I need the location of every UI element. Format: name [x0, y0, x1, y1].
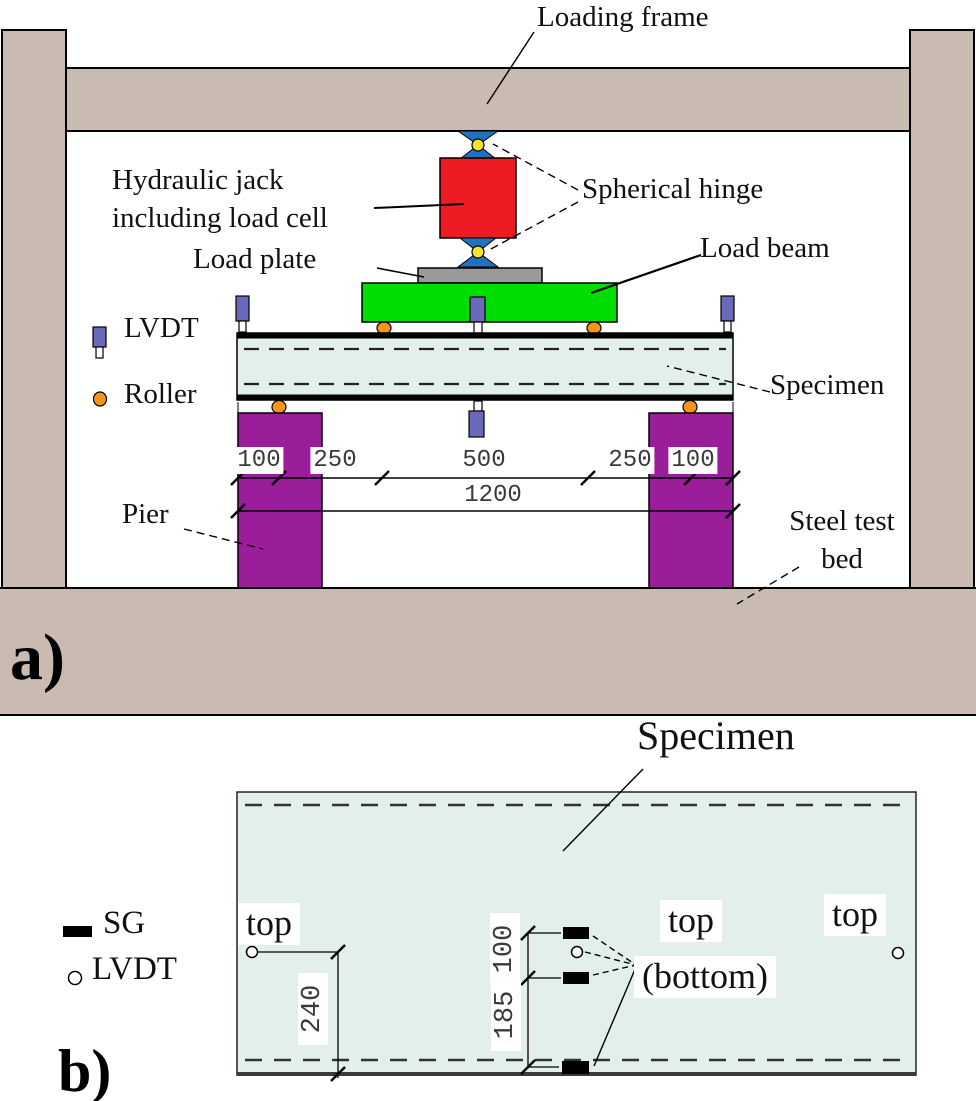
- hydraulic-jack-label: Hydraulic jack including load cell: [112, 161, 328, 238]
- lvdt-right-body: [720, 295, 735, 322]
- leader-pier: [183, 528, 264, 550]
- leader-spherical-hinge-top: [492, 143, 579, 191]
- leader-fan-sg-top: [592, 935, 637, 966]
- spherical-hinge-bottom-lower: [456, 251, 500, 268]
- lvdt-right-tip: [723, 320, 732, 333]
- sg-middle: [563, 972, 589, 984]
- roller-load-right: [586, 321, 602, 335]
- legend-roller-label: Roller: [124, 378, 197, 410]
- legend-lvdt-label: LVDT: [124, 312, 199, 344]
- lvdt-left-body: [235, 295, 250, 322]
- dim-tick: [520, 1059, 536, 1075]
- dim-tick: [230, 503, 246, 519]
- dim-100-left: 100: [234, 447, 284, 474]
- dim-100-right: 100: [668, 447, 718, 474]
- legend-lvdt-icon-tip: [95, 346, 104, 359]
- leader-fan-lvdt: [584, 951, 637, 966]
- dim-tick: [725, 470, 741, 486]
- load-plate-label: Load plate: [193, 243, 317, 275]
- leader-load-beam: [590, 253, 702, 295]
- panel-b-tag: b): [58, 1038, 112, 1101]
- roller-support-right: [682, 399, 698, 415]
- specimen-label-b: Specimen: [637, 713, 795, 758]
- sg-top: [563, 927, 589, 939]
- dim-tick: [374, 470, 390, 486]
- dim-tick: [330, 944, 346, 960]
- roller-load-left: [376, 321, 392, 335]
- dim-185-vertical: 185: [491, 979, 521, 1051]
- pier-left: [237, 412, 323, 589]
- dim-tick: [520, 970, 536, 986]
- spherical-hinge-bottom-upper: [458, 237, 498, 253]
- dim-250-right: 250: [605, 447, 655, 474]
- specimen-label-a: Specimen: [770, 369, 885, 401]
- lvdt-left-tip: [238, 320, 247, 333]
- dim-tick: [330, 1066, 346, 1082]
- legend-lvdt-icon-b: [67, 970, 83, 986]
- specimen-elevation: [236, 332, 734, 401]
- top-right-label: top: [824, 894, 887, 936]
- hydraulic-jack: [439, 157, 517, 239]
- frame-right-column: [909, 29, 975, 590]
- lvdt-center-tip: [473, 321, 483, 334]
- pier-label: Pier: [122, 498, 169, 530]
- loading-frame-label: Loading frame: [537, 1, 709, 33]
- dim-tick: [271, 470, 287, 486]
- leader-specimen-a: [666, 365, 771, 393]
- leader-loading-frame: [486, 31, 535, 105]
- load-beam: [361, 282, 618, 323]
- spherical-hinge-top-pin: [471, 138, 485, 152]
- lvdt-midspan-tip: [473, 400, 483, 412]
- leader-load-plate: [376, 267, 425, 278]
- frame-left-column: [1, 29, 67, 590]
- legend-roller-icon: [92, 391, 108, 407]
- load-beam-label: Load beam: [700, 232, 830, 264]
- dim-tick: [725, 503, 741, 519]
- top-left-label: top: [238, 903, 301, 945]
- lvdt-midspan-body: [468, 410, 485, 438]
- panel-a-tag: a): [10, 621, 65, 694]
- dim-240: 240: [298, 973, 328, 1045]
- hydraulic-jack-label-line1: Hydraulic jack: [112, 164, 284, 196]
- legend-sg-icon: [63, 926, 92, 937]
- spherical-hinge-bottom-pin: [471, 245, 485, 259]
- lvdt-plan-left: [245, 945, 259, 959]
- leader-specimen-b: [562, 768, 644, 852]
- hydraulic-jack-label-line2: including load cell: [112, 202, 328, 235]
- dim-1200: 1200: [461, 482, 525, 509]
- leader-fan-sg-middle: [592, 964, 637, 976]
- dim-tick: [580, 470, 596, 486]
- steel-test-bed-label-line1: Steel test: [789, 505, 895, 537]
- leader-spherical-hinge-bottom: [488, 201, 579, 251]
- frame-top-beam: [65, 67, 911, 132]
- sg-bottom: [562, 1061, 589, 1074]
- lvdt-center-body: [469, 296, 486, 323]
- legend-sg-label: SG: [103, 905, 146, 941]
- bottom-center-label: (bottom): [634, 956, 776, 998]
- spherical-hinge-label: Spherical hinge: [582, 173, 764, 205]
- spherical-hinge-top-upper: [456, 130, 500, 146]
- steel-test-bed-label: Steel test bed: [772, 502, 912, 579]
- load-plate: [417, 267, 543, 284]
- legend-lvdt-icon-body: [92, 326, 107, 348]
- dim-100-vertical: 100: [490, 913, 520, 985]
- steel-test-bed: [0, 587, 976, 716]
- lvdt-plan-center: [570, 945, 584, 959]
- lvdt-plan-right: [891, 946, 905, 960]
- dim-250-left: 250: [310, 447, 360, 474]
- pier-right: [648, 412, 734, 589]
- leader-hydraulic-jack: [373, 203, 465, 209]
- steel-test-bed-label-line2: bed: [821, 543, 863, 576]
- top-center-label: top: [660, 900, 723, 942]
- roller-support-left: [271, 399, 287, 415]
- dim-tick: [520, 925, 536, 941]
- legend-lvdt-label-b: LVDT: [92, 951, 177, 987]
- leader-fan-sg-bottom: [593, 966, 637, 1067]
- dim-500: 500: [459, 447, 509, 474]
